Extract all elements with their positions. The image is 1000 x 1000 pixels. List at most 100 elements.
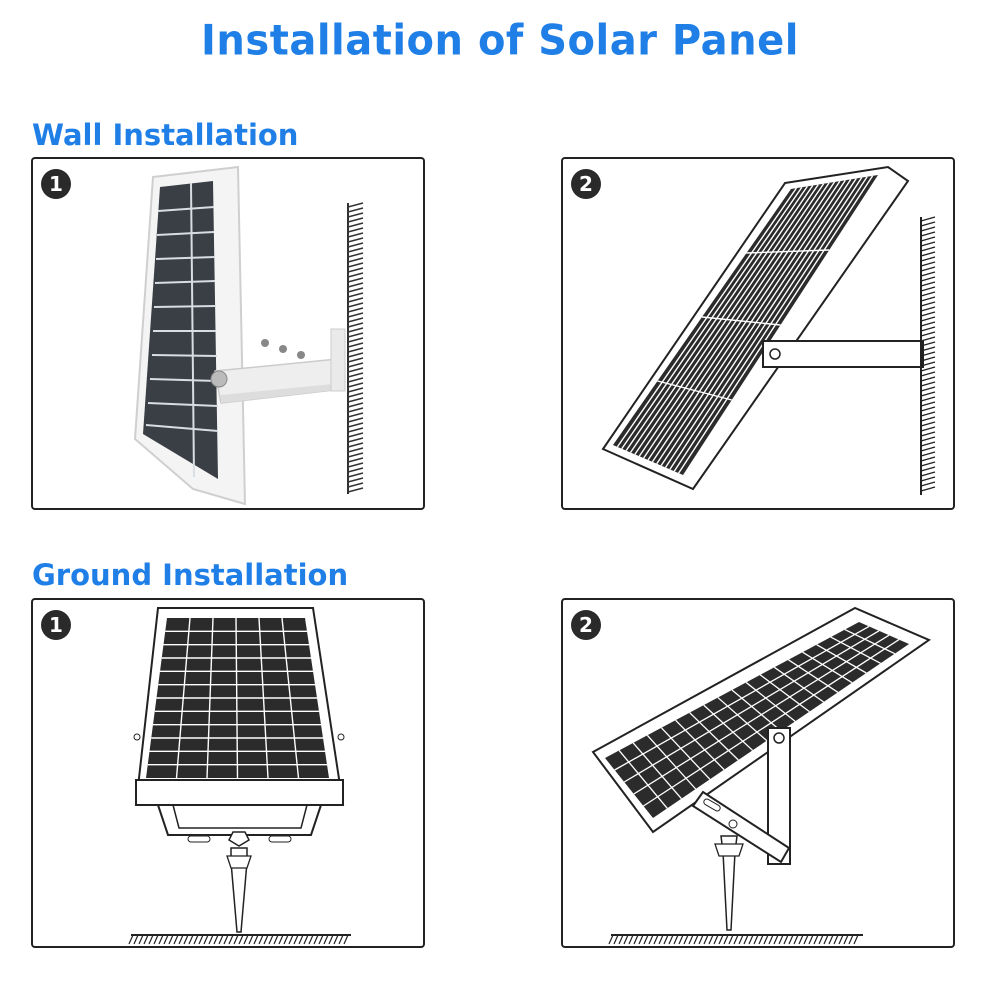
hatch-line	[347, 467, 364, 473]
hatch-line	[173, 934, 179, 945]
hatch-line	[263, 934, 269, 945]
step-badge: 2	[571, 610, 601, 640]
hatch-line	[235, 617, 239, 779]
hatch-line	[258, 934, 264, 945]
hatch-line	[689, 712, 739, 761]
hatch-line	[347, 332, 364, 338]
hatch-line	[753, 934, 759, 945]
hatch-line	[281, 617, 300, 779]
hatch-line	[273, 934, 279, 945]
hatch-line	[920, 351, 936, 357]
hatch-line	[920, 391, 936, 397]
hatch-line	[278, 934, 284, 945]
hatch-line	[920, 461, 936, 467]
hatch-line	[920, 266, 936, 272]
hatch-line	[703, 704, 753, 751]
hatch-line	[175, 617, 191, 779]
hatch-line	[347, 207, 364, 213]
hatch-line	[920, 286, 936, 292]
hatch-line	[723, 934, 729, 945]
hatch-line	[243, 934, 249, 945]
hatch-line	[198, 934, 204, 945]
hatch-line	[347, 397, 364, 403]
hatch-line	[347, 297, 364, 303]
hatch-line	[347, 392, 364, 398]
hatch-line	[347, 267, 364, 273]
hatch-line	[920, 321, 936, 327]
hatch-line	[347, 437, 364, 443]
hatch-line	[629, 185, 814, 453]
hatch-line	[920, 216, 936, 222]
hatch-line	[148, 934, 154, 945]
hatch-line	[347, 322, 364, 328]
hatch-line	[347, 307, 364, 313]
hatch-line	[347, 422, 364, 428]
hatch-line	[773, 666, 825, 703]
hatch-line	[920, 256, 936, 262]
hatch-line	[920, 476, 936, 482]
hatch-line	[143, 934, 149, 945]
hatch-line	[347, 442, 364, 448]
hatch-line	[238, 934, 244, 945]
hatch-line	[347, 352, 364, 358]
hatch-line	[920, 426, 936, 432]
ground-stake-tilted-panel-drawing	[591, 606, 932, 945]
hatch-line	[213, 934, 219, 945]
hatch-line	[318, 934, 324, 945]
hatch-line	[347, 372, 364, 378]
hatch-line	[347, 377, 364, 383]
hatch-line	[669, 177, 863, 470]
hatch-line	[717, 697, 768, 742]
hatch-line	[347, 462, 364, 468]
hatch-line	[613, 934, 619, 945]
hatch-line	[646, 734, 697, 790]
hatch-line	[920, 446, 936, 452]
hatch-line	[920, 396, 936, 402]
hatch-line	[347, 237, 364, 243]
hatch-line	[920, 406, 936, 412]
hatch-line	[303, 934, 309, 945]
hatch-line	[773, 934, 779, 945]
hatch-line	[347, 287, 364, 293]
hatch-line	[347, 242, 364, 248]
hatch-line	[133, 934, 139, 945]
hatch-line	[788, 659, 839, 693]
hatch-line	[738, 934, 744, 945]
hatch-line	[920, 271, 936, 277]
hatch-line	[313, 934, 319, 945]
hatch-line	[634, 184, 819, 455]
hatch-line	[347, 252, 364, 258]
hatch-line	[347, 347, 364, 353]
hatch-line	[660, 727, 711, 780]
wall-mounted-solar-panel-illustration	[133, 165, 364, 506]
hatch-line	[656, 179, 846, 465]
hatch-line	[793, 934, 799, 945]
hatch-line	[168, 934, 174, 945]
page-title: Installation of Solar Panel	[201, 16, 799, 66]
hatch-line	[347, 487, 364, 493]
hatch-line	[347, 227, 364, 233]
hatch-line	[733, 934, 739, 945]
hatch-line	[203, 934, 209, 945]
hatch-line	[347, 412, 364, 418]
ground-step1-panel: 1	[31, 598, 425, 948]
hatch-line	[668, 934, 674, 945]
hatch-line	[183, 934, 189, 945]
hatch-line	[920, 466, 936, 472]
hatch-line	[664, 178, 857, 468]
wall-step1-panel: 1	[31, 157, 425, 510]
ground-stake-panel-front-drawing	[128, 607, 351, 945]
hatch-line	[683, 934, 689, 945]
hatch-line	[688, 934, 694, 945]
hatch-line	[647, 181, 836, 461]
hatch-line	[347, 417, 364, 423]
hatch-line	[158, 934, 164, 945]
wall-installation-heading: Wall Installation	[32, 118, 299, 152]
hatch-line	[802, 651, 853, 684]
hatch-line	[343, 934, 349, 945]
hatch-line	[808, 934, 814, 945]
hatch-line	[920, 246, 936, 252]
hatch-line	[218, 934, 224, 945]
hatch-line	[920, 421, 936, 427]
hatch-line	[778, 934, 784, 945]
